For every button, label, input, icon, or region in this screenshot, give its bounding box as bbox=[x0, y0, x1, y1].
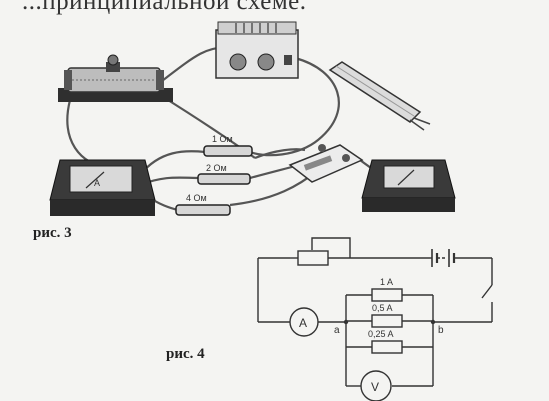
voltmeter-symbol bbox=[360, 370, 392, 401]
current-label-1: 1 A bbox=[380, 277, 393, 287]
figure-4-caption: рис. 4 bbox=[166, 346, 205, 362]
resistor-1-ohm bbox=[203, 145, 253, 157]
current-label-3: 0,25 A bbox=[368, 329, 394, 339]
resistor-4-ohm bbox=[175, 204, 231, 216]
ammeter-symbol bbox=[289, 307, 319, 337]
figure-3-caption: рис. 3 bbox=[33, 225, 72, 241]
power-supply bbox=[215, 21, 299, 79]
svg-text:A: A bbox=[94, 178, 100, 188]
rheostat bbox=[58, 54, 173, 102]
key-switch bbox=[288, 144, 364, 183]
figure-3-apparatus: A 1 Ом 2 Ом 4 Ом bbox=[49, 21, 456, 216]
resistor-label-2: 2 Ом bbox=[206, 163, 227, 173]
connector-rod bbox=[328, 61, 431, 131]
resistor-label-3: 4 Ом bbox=[186, 193, 207, 203]
voltmeter-device bbox=[361, 159, 456, 212]
node-a-label: a bbox=[334, 325, 340, 336]
resistor-r3-symbol bbox=[371, 340, 403, 354]
resistor-r1-symbol bbox=[371, 288, 403, 302]
header-text: ...принципиальной схеме. bbox=[22, 0, 307, 15]
resistor-r2-symbol bbox=[371, 314, 403, 328]
resistor-label-1: 1 Ом bbox=[212, 134, 233, 144]
rheostat-symbol bbox=[297, 250, 329, 266]
ammeter-device: A bbox=[49, 159, 156, 216]
ammeter-letter: A bbox=[299, 316, 307, 330]
resistor-2-ohm bbox=[197, 173, 251, 185]
node-b-label: b bbox=[438, 325, 444, 336]
voltmeter-letter: V bbox=[371, 380, 379, 394]
current-label-2: 0,5 A bbox=[372, 303, 393, 313]
